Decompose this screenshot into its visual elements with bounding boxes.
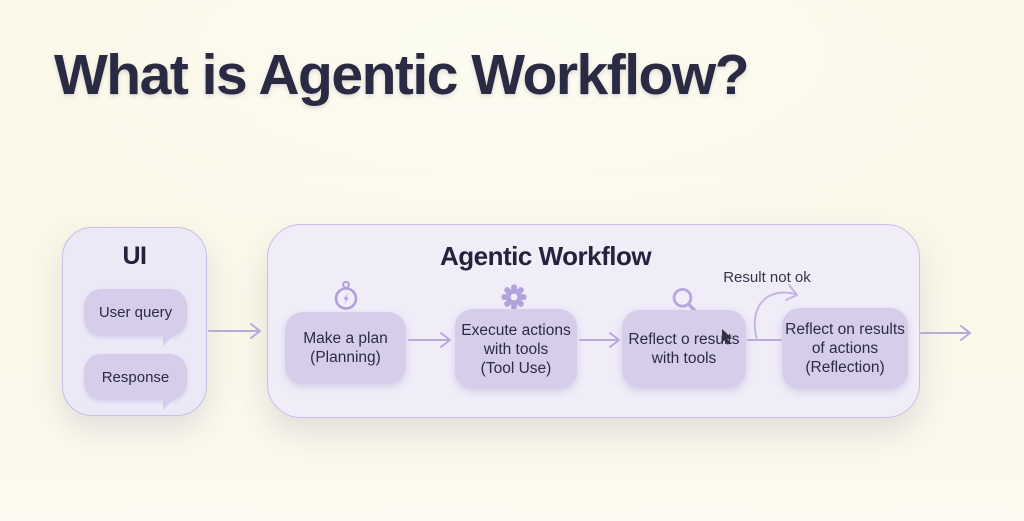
arrow-workflow-output	[920, 325, 971, 341]
step-box-planning: Make a plan (Planning)	[285, 312, 406, 384]
step-line: of actions	[811, 340, 879, 357]
ui-panel-title: UI	[122, 242, 148, 270]
step-line: (Tool Use)	[480, 359, 552, 377]
page-title: What is Agentic Workflow?	[54, 43, 750, 107]
step-line: (Reflection)	[805, 359, 885, 376]
gear-icon	[501, 284, 527, 310]
chat-bubble-user-query: User query	[84, 289, 187, 346]
step-box-tool-use: Execute actions with tools (Tool Use)	[455, 309, 577, 389]
step-box-reflect-tools: Reflect o results with tools	[622, 310, 746, 388]
compass-icon	[334, 280, 358, 310]
workflow-title: Agentic Workflow	[440, 241, 652, 271]
step-line: (Planning)	[310, 349, 381, 366]
step-line: with tools	[483, 340, 549, 358]
step-line: with tools	[651, 350, 717, 367]
loop-label: Result not ok	[723, 269, 811, 286]
step-line: Make a plan	[303, 330, 388, 347]
step-box-reflection: Reflect on results of actions (Reflectio…	[782, 308, 908, 389]
arrow-ui-to-workflow	[208, 323, 261, 339]
step-line: Reflect o results	[628, 331, 740, 348]
cursor-icon	[722, 329, 732, 345]
ui-panel: UI User query Response	[62, 227, 207, 416]
chat-bubble-response: Response	[84, 354, 187, 410]
chat-bubble-label: User query	[98, 304, 173, 321]
step-line: Execute actions	[461, 321, 571, 339]
step-line: Reflect on results	[785, 321, 905, 338]
chat-bubble-label: Response	[101, 368, 170, 386]
